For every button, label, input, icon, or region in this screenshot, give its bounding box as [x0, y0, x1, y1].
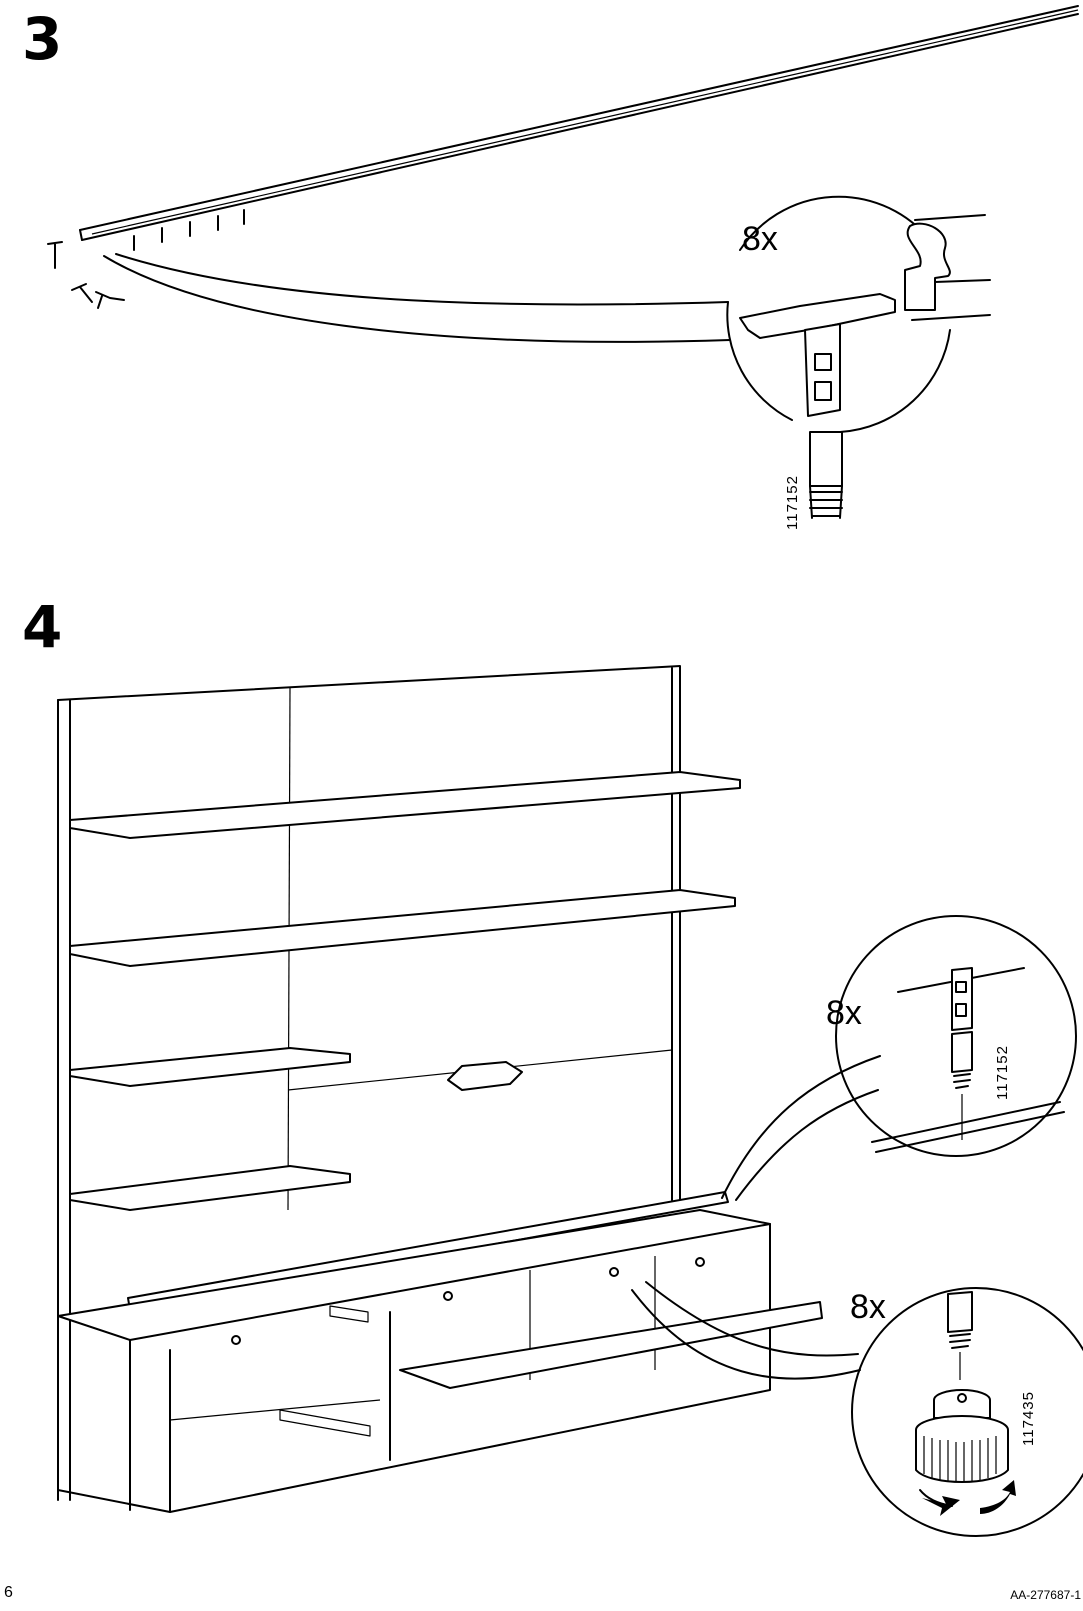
tv-bench — [58, 1210, 822, 1512]
rotate-arrow-icon — [920, 1480, 1016, 1516]
cable-outlet — [448, 1062, 522, 1090]
detail-circle-bottom — [852, 1288, 1083, 1536]
step-4-top-quantity: 8x — [826, 996, 862, 1030]
document-code: AA-277687-1 — [1010, 1588, 1081, 1602]
wall-shelves — [70, 772, 740, 1210]
step-4-bottom-quantity: 8x — [850, 1290, 886, 1324]
adjustable-foot-117435-icon — [916, 1390, 1008, 1482]
detail-circle-top — [836, 916, 1076, 1156]
step-4-bottom-part-number: 117435 — [1020, 1391, 1037, 1446]
page-number: 6 — [4, 1584, 13, 1602]
callout-line-top — [722, 1056, 880, 1200]
step-4-top-part-number: 117152 — [994, 1045, 1011, 1100]
